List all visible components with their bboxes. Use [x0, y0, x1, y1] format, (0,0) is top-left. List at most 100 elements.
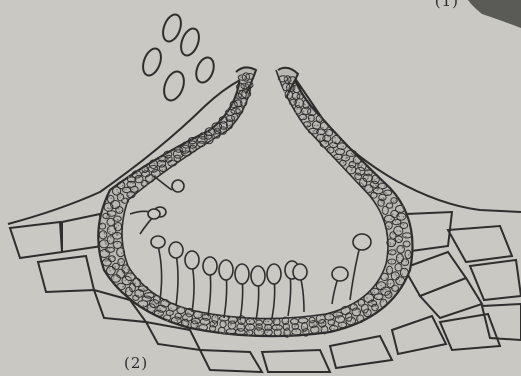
stipple-dot — [181, 307, 182, 308]
stipple-dot — [351, 162, 352, 163]
stipple-dot — [222, 319, 223, 320]
stipple-dot — [392, 214, 393, 215]
stipple-dot — [368, 314, 369, 315]
stipple-dot — [194, 145, 195, 146]
stipple-dot — [207, 132, 208, 133]
stipple-dot — [187, 147, 188, 148]
stipple-dot — [295, 98, 296, 99]
stipple-dot — [326, 131, 327, 132]
stipple-dot — [203, 143, 204, 144]
stipple-dot — [122, 187, 123, 188]
stipple-dot — [169, 312, 170, 313]
stipple-dot — [346, 157, 347, 158]
stipple-dot — [153, 310, 154, 311]
stipple-dot — [396, 216, 397, 217]
stipple-dot — [193, 149, 194, 150]
stipple-dot — [214, 132, 215, 133]
stipple-dot — [207, 138, 208, 139]
stipple-dot — [395, 268, 396, 269]
stipple-dot — [376, 308, 377, 309]
stipple-dot — [223, 129, 224, 130]
stipple-dot — [335, 141, 336, 142]
stipple-dot — [296, 324, 297, 325]
stipple-dot — [352, 304, 353, 305]
stipple-dot — [217, 129, 218, 130]
stipple-dot — [309, 322, 310, 323]
stipple-dot — [219, 128, 220, 129]
stipple-dot — [115, 266, 116, 267]
stipple-dot — [200, 314, 201, 315]
stipple-dot — [321, 128, 322, 129]
stipple-dot — [373, 186, 374, 187]
stipple-dot — [314, 325, 315, 326]
stipple-dot — [311, 320, 312, 321]
stipple-dot — [267, 320, 268, 321]
stipple-dot — [387, 293, 388, 294]
stipple-dot — [301, 98, 302, 99]
stipple-dot — [399, 280, 400, 281]
stipple-dot — [165, 169, 166, 170]
stipple-dot — [228, 125, 229, 126]
stipple-dot — [283, 321, 284, 322]
stipple-dot — [109, 240, 110, 241]
stipple-dot — [117, 284, 118, 285]
stipple-dot — [303, 333, 304, 334]
stipple-dot — [359, 304, 360, 305]
stipple-dot — [394, 249, 395, 250]
stipple-dot — [108, 229, 109, 230]
stipple-dot — [294, 86, 295, 87]
stipple-dot — [112, 232, 113, 233]
stipple-dot — [102, 223, 103, 224]
stipple-dot — [286, 318, 287, 319]
stipple-dot — [152, 177, 153, 178]
stipple-dot — [322, 146, 323, 147]
stipple-dot — [357, 173, 358, 174]
stipple-dot — [232, 107, 233, 108]
stipple-dot — [304, 118, 305, 119]
stipple-dot — [354, 309, 355, 310]
stipple-dot — [330, 320, 331, 321]
stipple-dot — [357, 162, 358, 163]
stipple-dot — [209, 325, 210, 326]
stipple-dot — [211, 139, 212, 140]
stipple-dot — [313, 132, 314, 133]
stipple-dot — [165, 167, 166, 168]
stipple-dot — [287, 329, 288, 330]
stipple-dot — [121, 210, 122, 211]
stipple-dot — [106, 216, 107, 217]
stipple-dot — [224, 127, 225, 128]
stipple-dot — [309, 113, 310, 114]
stipple-dot — [285, 77, 286, 78]
stipple-dot — [374, 179, 375, 180]
stipple-dot — [257, 325, 258, 326]
stipple-dot — [203, 145, 204, 146]
stipple-dot — [354, 305, 355, 306]
stipple-dot — [346, 319, 347, 320]
stipple-dot — [243, 83, 244, 84]
stipple-dot — [244, 77, 245, 78]
stipple-dot — [399, 211, 400, 212]
stipple-dot — [259, 328, 260, 329]
stipple-dot — [391, 207, 392, 208]
stipple-dot — [291, 100, 292, 101]
stipple-dot — [258, 326, 259, 327]
stipple-dot — [293, 333, 294, 334]
stipple-dot — [399, 216, 400, 217]
stipple-dot — [140, 294, 141, 295]
stipple-dot — [409, 253, 410, 254]
stipple-dot — [352, 167, 353, 168]
stipple-dot — [187, 322, 188, 323]
stipple-dot — [352, 322, 353, 323]
stipple-dot — [116, 189, 117, 190]
stipple-dot — [362, 305, 363, 306]
stipple-dot — [118, 208, 119, 209]
stipple-dot — [240, 103, 241, 104]
stipple-dot — [122, 198, 123, 199]
stipple-dot — [200, 137, 201, 138]
stipple-dot — [169, 162, 170, 163]
stipple-dot — [391, 269, 392, 270]
stipple-dot — [378, 294, 379, 295]
stipple-dot — [353, 162, 354, 163]
stipple-dot — [175, 313, 176, 314]
stipple-dot — [242, 74, 243, 75]
